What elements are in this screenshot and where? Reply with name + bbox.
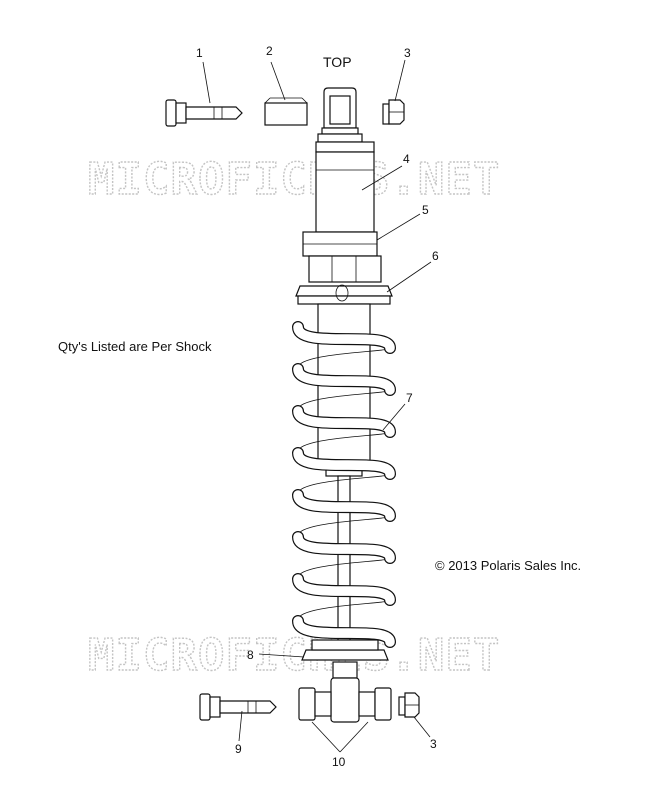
part-8-spring-seat[interactable] bbox=[301, 639, 389, 661]
part-7-coil-spring[interactable] bbox=[292, 321, 396, 648]
callout-3-top[interactable]: 3 bbox=[404, 46, 411, 60]
callout-5[interactable]: 5 bbox=[422, 203, 429, 217]
spring-coil-fill bbox=[293, 322, 395, 353]
part-9-bottom-bolt[interactable] bbox=[199, 693, 277, 721]
callout-2[interactable]: 2 bbox=[266, 44, 273, 58]
spring-coil-fill bbox=[293, 448, 395, 479]
shock-top-eye[interactable] bbox=[317, 87, 363, 143]
part-4-shock-body[interactable] bbox=[315, 141, 375, 233]
leader-lines bbox=[202, 59, 432, 753]
callout-1[interactable]: 1 bbox=[196, 46, 203, 60]
spring-coil-fill bbox=[293, 406, 395, 437]
part-1-top-bolt[interactable] bbox=[165, 99, 243, 127]
callout-9[interactable]: 9 bbox=[235, 742, 242, 756]
watermark-bottom: MICROFICHES.NET bbox=[88, 630, 500, 681]
callout-10[interactable]: 10 bbox=[332, 755, 346, 769]
part-2-spacer[interactable] bbox=[264, 97, 308, 126]
copyright-text: © 2013 Polaris Sales Inc. bbox=[435, 558, 581, 573]
spring-coil-fill bbox=[293, 532, 395, 563]
watermark-top: MICROFICHES.NET bbox=[88, 154, 500, 205]
part-3-bottom-nut[interactable] bbox=[398, 692, 420, 718]
top-label: TOP bbox=[323, 54, 352, 70]
spring-coil-fill bbox=[293, 616, 395, 647]
spring-coil-fill bbox=[293, 574, 395, 605]
callout-4[interactable]: 4 bbox=[403, 152, 410, 166]
part-10-lower-eye[interactable] bbox=[298, 661, 392, 723]
callout-7[interactable]: 7 bbox=[406, 391, 413, 405]
part-6-spring-retainer[interactable] bbox=[295, 284, 393, 305]
callout-3-bottom[interactable]: 3 bbox=[430, 737, 437, 751]
part-3-top-nut[interactable] bbox=[382, 99, 405, 125]
spring-coil-fill bbox=[293, 364, 395, 395]
qty-note: Qty's Listed are Per Shock bbox=[58, 339, 212, 354]
part-5-collar[interactable] bbox=[302, 231, 382, 283]
spring-coil-fill bbox=[293, 490, 395, 521]
callout-8[interactable]: 8 bbox=[247, 648, 254, 662]
callout-6[interactable]: 6 bbox=[432, 249, 439, 263]
